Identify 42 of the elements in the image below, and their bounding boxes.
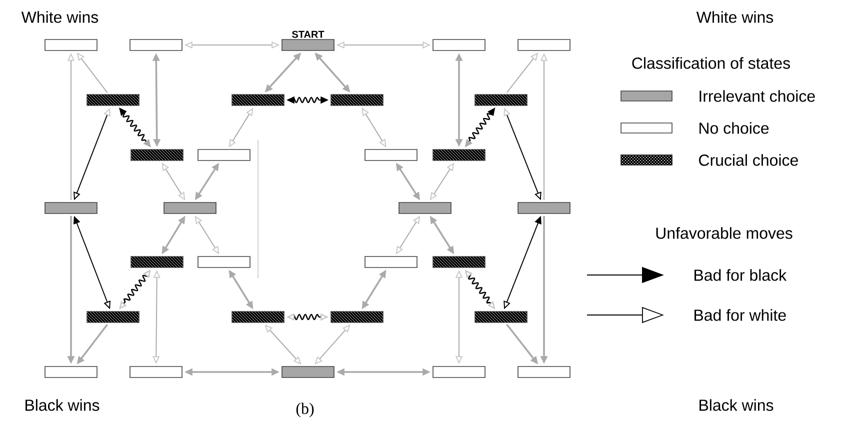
outcome-label: White wins [696,11,774,23]
state-box [130,366,182,378]
start-box: START [282,30,334,51]
state-box [130,256,184,268]
state-box [86,94,140,106]
state-box [518,202,570,214]
state-box [44,202,98,214]
legend-text: Bad for black [694,269,787,281]
state-box [232,94,284,106]
legend-text: No choice [700,122,769,134]
legend-text: Irrelevant choice [700,90,815,102]
state-box [432,149,486,161]
state-box [398,202,452,214]
state-box [330,311,384,323]
state-box [86,311,140,323]
state-box [130,39,182,51]
state-box [282,366,334,378]
state-box [330,94,384,106]
legend-heading: Unfavorable moves [656,227,792,239]
state-box [130,149,184,161]
caption: (b) [296,402,314,418]
arrow [76,52,108,94]
state-box [364,256,418,268]
state-box [474,94,528,106]
state-box [474,311,528,323]
legend-text: Crucial choice [699,154,798,166]
legend-text: Bad for white [694,309,786,321]
state-box [432,256,486,268]
outcome-label: White wins [21,11,98,23]
state-box [232,311,284,323]
state-box [364,149,418,161]
state-box [198,256,250,268]
outcome-label: Black wins [700,399,774,411]
state-box [518,366,570,378]
state-box [198,149,250,161]
state-box [432,39,486,51]
state-box [164,202,216,214]
outcome-label: Black wins [26,399,100,411]
node-label: START [292,30,324,38]
legend-heading: Classification of states [632,57,790,69]
state-box [44,366,98,378]
state-box [432,366,486,378]
